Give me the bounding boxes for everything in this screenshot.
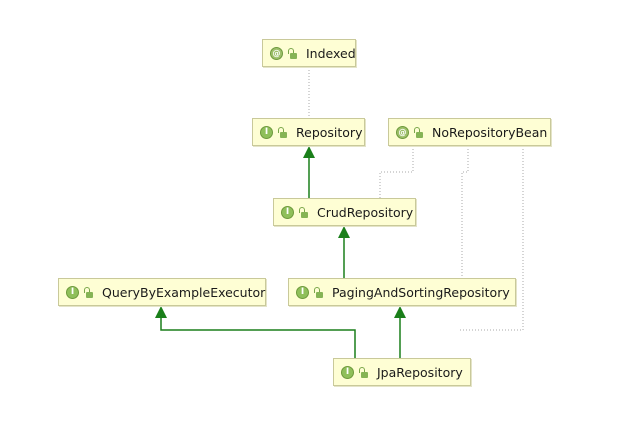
arrowhead-crud bbox=[338, 226, 350, 238]
node-paging-and-sorting-repository[interactable]: I PagingAndSortingRepository bbox=[288, 278, 516, 306]
node-indexed[interactable]: @ Indexed bbox=[262, 39, 356, 67]
extends-edge-jpa-querybyexample bbox=[160, 318, 356, 358]
annotation-edge-norepositorybean-paging bbox=[461, 146, 469, 278]
node-crud-repository[interactable]: I CrudRepository bbox=[273, 198, 416, 226]
annotation-badge-icon: @ bbox=[270, 46, 283, 60]
node-jpa-repository[interactable]: I JpaRepository bbox=[333, 358, 471, 386]
public-lock-icon bbox=[84, 286, 94, 299]
annotation-edge-norepositorybean-jpa bbox=[458, 146, 524, 331]
arrowhead-repository bbox=[303, 146, 315, 158]
node-label: PagingAndSortingRepository bbox=[332, 284, 510, 300]
public-lock-icon bbox=[299, 206, 309, 219]
node-label: NoRepositoryBean bbox=[432, 124, 548, 140]
node-label: CrudRepository bbox=[317, 204, 414, 220]
node-label: JpaRepository bbox=[377, 364, 463, 380]
interface-badge-icon: I bbox=[260, 125, 273, 139]
interface-badge-icon: I bbox=[66, 285, 79, 299]
arrowhead-querybyexample bbox=[155, 306, 167, 318]
annotation-edge-norepositorybean-crud bbox=[379, 146, 414, 198]
node-repository[interactable]: I Repository bbox=[252, 118, 365, 146]
node-no-repository-bean[interactable]: @ NoRepositoryBean bbox=[388, 118, 551, 146]
interface-badge-icon: I bbox=[281, 205, 294, 219]
interface-badge-icon: I bbox=[341, 365, 354, 379]
annotation-badge-icon: @ bbox=[396, 125, 409, 139]
arrowhead-paging bbox=[394, 306, 406, 318]
public-lock-icon bbox=[359, 366, 369, 379]
node-query-by-example-executor[interactable]: I QueryByExampleExecutor bbox=[58, 278, 266, 306]
public-lock-icon bbox=[278, 126, 288, 139]
interface-badge-icon: I bbox=[296, 285, 309, 299]
public-lock-icon bbox=[288, 47, 298, 60]
node-label: Indexed bbox=[306, 45, 356, 61]
node-label: QueryByExampleExecutor bbox=[102, 284, 266, 300]
node-label: Repository bbox=[296, 124, 363, 140]
public-lock-icon bbox=[414, 126, 424, 139]
public-lock-icon bbox=[314, 286, 324, 299]
